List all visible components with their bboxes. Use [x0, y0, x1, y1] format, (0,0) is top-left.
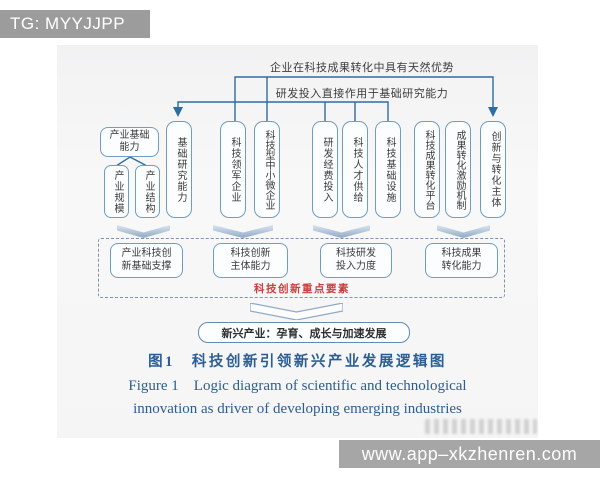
item-rd-input-intensity: 科技研发 投入力度	[320, 243, 392, 278]
faint-photo-watermark	[425, 419, 537, 434]
item-industry-tech-innovation-support: 产业科技创 新基础支撑	[110, 243, 183, 278]
edge-label-enterprise-advantage: 企业在科技成果转化中具有天然优势	[270, 62, 454, 74]
box-innovation-transfer-entity: 创新与转化主体	[480, 121, 506, 218]
box-tech-smes: 科技型中小微企业	[254, 121, 280, 218]
box-tech-infrastructure: 科技基础设施	[375, 121, 401, 218]
figure-caption-en-line2: innovation as driver of developing emerg…	[133, 401, 462, 417]
arrowhead-into-basic-research	[173, 107, 183, 117]
figure-caption-en-line1: Figure 1 Logic diagram of scientific and…	[128, 378, 467, 394]
box-emerging-industries-outcome: 新兴产业：孕育、成长与加速发展	[198, 322, 410, 343]
item-achievement-transfer-capacity: 科技成果 转化能力	[425, 243, 498, 278]
box-tech-talent-supply: 科技人才供给	[342, 121, 368, 218]
box-transfer-incentive-mechanism: 成果转化激励机制	[445, 121, 471, 218]
site-watermark-bar: www.app–xkzhenren.com	[339, 440, 600, 468]
box-industry-scale: 产业规模	[104, 165, 129, 218]
box-tech-leading-enterprises: 科技领军企业	[220, 121, 246, 218]
box-industry-base-capacity: 产业基础 能力	[100, 127, 159, 157]
figure-photo: 企业在科技成果转化中具有天然优势 研发投入直接作用于基础研究能力 产业基础 能力…	[57, 45, 538, 438]
box-industry-structure: 产业结构	[135, 165, 160, 218]
box-basic-research-capacity: 基础研究能力	[166, 121, 192, 218]
big-arrow-down-icon	[250, 303, 343, 320]
item-innovation-entity-capacity: 科技创新 主体能力	[213, 243, 288, 278]
connector-lines	[115, 76, 498, 167]
box-rd-funding-input: 研发经费投入	[312, 121, 338, 218]
edge-label-rd-investment: 研发投入直接作用于基础研究能力	[275, 88, 449, 100]
tg-watermark-badge: TG: MYYJJPP	[0, 10, 150, 38]
figure-caption-zh: 图1 科技创新引领新兴产业发展逻辑图	[148, 354, 447, 370]
key-elements-label: 科技创新重点要素	[254, 283, 350, 295]
arrowhead-into-innovation-entity	[488, 107, 498, 117]
key-elements-dashed-box	[98, 238, 505, 298]
box-achievement-transfer-platform: 科技成果转化平台	[414, 121, 440, 218]
